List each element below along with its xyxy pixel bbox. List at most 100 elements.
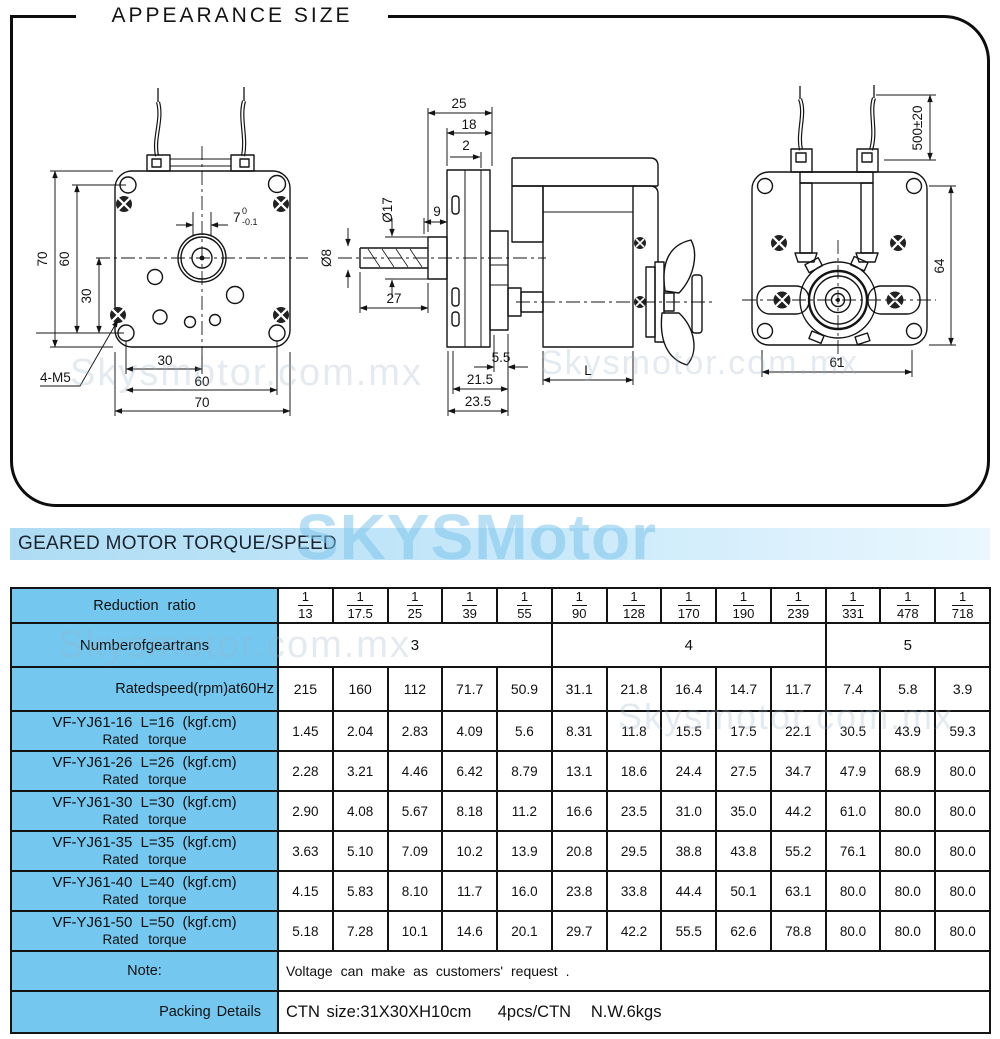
torque-value-cell: 2.83 bbox=[386, 710, 444, 752]
fraction-denominator: 718 bbox=[951, 605, 974, 621]
fraction-denominator: 170 bbox=[677, 605, 700, 621]
wire-pins bbox=[157, 87, 245, 102]
rated-speed-cell: 7.4 bbox=[824, 666, 882, 712]
dim-side-5-5: 5.5 bbox=[492, 350, 511, 365]
fraction-denominator: 25 bbox=[407, 605, 423, 621]
section-banner: GEARED MOTOR TORQUE/SPEED bbox=[10, 528, 990, 560]
ear-screw-icon bbox=[773, 291, 791, 309]
torque-value-cell: 4.46 bbox=[386, 750, 444, 792]
fraction-numerator: 1 bbox=[462, 589, 478, 606]
fraction-denominator: 17.5 bbox=[347, 605, 373, 621]
torque-value-cell: 43.8 bbox=[715, 830, 772, 872]
fraction-denominator: 190 bbox=[732, 605, 755, 621]
torque-value-cell: 6.42 bbox=[441, 750, 499, 792]
torque-value-cell: 10.2 bbox=[441, 830, 499, 872]
fraction-denominator: 90 bbox=[571, 605, 587, 621]
packing-label: Packing Details bbox=[10, 990, 279, 1034]
rated-speed-cell: 21.8 bbox=[605, 666, 663, 712]
torque-value-cell: 11.7 bbox=[441, 870, 499, 912]
torque-value-cell: 24.4 bbox=[660, 750, 718, 792]
torque-value-cell: 55.5 bbox=[660, 910, 718, 952]
dim-side-dia8: Ø8 bbox=[319, 249, 334, 267]
dim-shaft-tol-upper: 0 bbox=[242, 206, 247, 216]
dim-side-25: 25 bbox=[451, 96, 466, 111]
side-view bbox=[359, 157, 703, 366]
dim-side-27: 27 bbox=[386, 291, 401, 306]
dim-side-dia17: Ø17 bbox=[380, 197, 395, 223]
torque-value-cell: 80.0 bbox=[934, 830, 991, 872]
rated-speed-cell: 160 bbox=[331, 666, 389, 712]
torque-value-cell: 80.0 bbox=[824, 870, 882, 912]
torque-value-cell: 23.5 bbox=[605, 790, 663, 832]
model-label: VF-YJ61-26 L=26 (kgf.cm)Rated torque bbox=[10, 750, 279, 792]
fraction-numerator: 1 bbox=[407, 589, 423, 606]
torque-value-cell: 20.1 bbox=[496, 910, 553, 952]
dim-rear-61: 61 bbox=[829, 355, 844, 370]
torque-value-cell: 2.28 bbox=[277, 750, 334, 792]
torque-value-cell: 31.0 bbox=[660, 790, 718, 832]
gear-trans-label: Numberofgeartrans bbox=[10, 622, 279, 668]
fraction-denominator: 13 bbox=[298, 605, 313, 621]
watermark-small: Skysmotor.com.mx bbox=[618, 696, 955, 737]
torque-value-cell: 5.10 bbox=[331, 830, 389, 872]
model-name: VF-YJ61-50 L=50 (kgf.cm) bbox=[52, 913, 237, 931]
dim-rear-64: 64 bbox=[932, 258, 947, 274]
rated-speed-cell: 3.9 bbox=[934, 666, 991, 712]
note-value: Voltage can make as customers' request . bbox=[277, 950, 991, 992]
torque-value-cell: 16.6 bbox=[550, 790, 608, 832]
torque-value-cell: 13.1 bbox=[550, 750, 608, 792]
watermark-small: Skysmotor.com.mx bbox=[540, 344, 860, 382]
torque-value-cell: 1.45 bbox=[277, 710, 334, 752]
torque-value-cell: 20.8 bbox=[550, 830, 608, 872]
reduction-ratio-label: Reduction ratio bbox=[10, 587, 279, 624]
gear-trans-cell: 5 bbox=[824, 622, 992, 668]
dim-shaft-tol-lower: -0.1 bbox=[242, 217, 258, 227]
torque-value-cell: 4.15 bbox=[277, 870, 334, 912]
centerlines bbox=[96, 146, 936, 368]
fraction-numerator: 1 bbox=[571, 589, 587, 606]
corner-screw-icon bbox=[110, 307, 126, 323]
torque-value-cell: 30.5 bbox=[824, 710, 882, 752]
dim-shaft-7: 7 bbox=[233, 210, 241, 225]
fraction-numerator: 1 bbox=[896, 589, 919, 606]
fraction-numerator: 1 bbox=[677, 589, 700, 606]
dim-side-18: 18 bbox=[461, 117, 476, 132]
fraction-denominator: 239 bbox=[787, 605, 810, 621]
rated-speed-cell: 112 bbox=[386, 666, 444, 712]
dim-side-L: L bbox=[584, 363, 592, 378]
torque-value-cell: 29.5 bbox=[605, 830, 663, 872]
fraction-numerator: 1 bbox=[951, 589, 974, 606]
torque-value-cell: 5.67 bbox=[386, 790, 444, 832]
torque-value-cell: 47.9 bbox=[824, 750, 882, 792]
rated-speed-cell: 31.1 bbox=[550, 666, 608, 712]
torque-value-cell: 8.18 bbox=[441, 790, 499, 832]
body-screw-icon bbox=[890, 235, 906, 251]
torque-value-cell: 63.1 bbox=[769, 870, 827, 912]
torque-value-cell: 34.7 bbox=[769, 750, 827, 792]
page-title: APPEARANCE SIZE bbox=[76, 2, 388, 30]
rated-speed-cell: 11.7 bbox=[769, 666, 827, 712]
torque-value-cell: 7.09 bbox=[386, 830, 444, 872]
fraction-numerator: 1 bbox=[623, 589, 645, 606]
rear-view bbox=[751, 85, 928, 346]
model-label: VF-YJ61-35 L=35 (kgf.cm)Rated torque bbox=[10, 830, 279, 872]
corner-screw-icon bbox=[273, 196, 289, 212]
model-label: VF-YJ61-50 L=50 (kgf.cm)Rated torque bbox=[10, 910, 279, 952]
torque-value-cell: 78.8 bbox=[769, 910, 827, 952]
fraction-denominator: 39 bbox=[462, 605, 477, 621]
watermark-small: Skysmotor.com.mx bbox=[58, 624, 411, 666]
torque-value-cell: 44.4 bbox=[660, 870, 718, 912]
